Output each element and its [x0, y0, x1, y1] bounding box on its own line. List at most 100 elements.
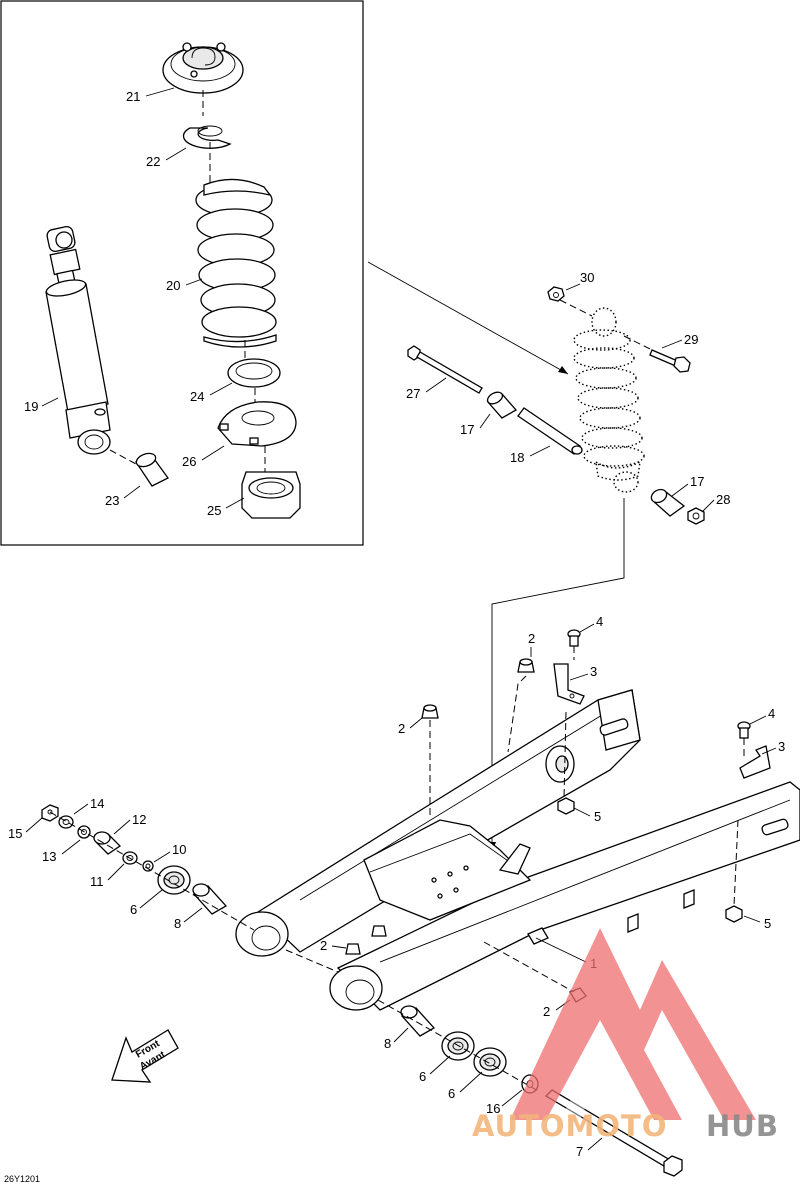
watermark-text-automoto: AUTOMOTO	[472, 1109, 667, 1143]
leader-26	[201, 445, 225, 461]
leader-24	[209, 382, 233, 396]
part-10-washer	[142, 860, 154, 872]
part-26-guide-plate	[217, 401, 297, 447]
leader-13	[61, 839, 81, 855]
leader-29	[661, 339, 683, 349]
diagram-reference-code: 26Y1201	[4, 1174, 40, 1184]
leader-25	[225, 497, 245, 509]
assembly-line-2-bottom	[483, 941, 575, 993]
part-5-nut-left	[557, 797, 575, 815]
part-28-nut	[687, 507, 705, 525]
callout-26: 26	[182, 454, 196, 469]
watermark-logo	[510, 928, 756, 1120]
leader-15	[25, 817, 43, 833]
leader-6-lower-a	[429, 1055, 451, 1075]
callout-6-lower-b: 6	[448, 1086, 455, 1101]
shock-to-swingarm-connector	[491, 498, 625, 850]
callout-23: 23	[105, 493, 119, 508]
part-6-bearing-upper	[157, 865, 191, 895]
part-30-nut	[547, 286, 565, 302]
part-15-nut	[41, 804, 59, 822]
assembly-line-inset-6	[109, 449, 137, 465]
assembly-line-pivot-lower	[377, 999, 541, 1093]
assembly-line-5-left	[563, 711, 567, 799]
part-4-bolt-left	[567, 629, 581, 647]
leader-7	[587, 1137, 603, 1151]
part-2-nut-top	[517, 658, 535, 673]
part-2-nuts-center	[345, 925, 387, 955]
part-17-spacer-upper	[486, 391, 518, 419]
callout-13: 13	[42, 849, 56, 864]
leader-17-lower	[671, 483, 689, 497]
callout-8-lower: 8	[384, 1036, 391, 1051]
part-27-long-bolt	[407, 345, 483, 394]
leader-8-lower	[393, 1027, 409, 1043]
part-6-bearing-lower-b	[473, 1047, 507, 1077]
leader-22	[165, 147, 187, 161]
callout-15: 15	[8, 826, 22, 841]
part-8-sleeve-upper	[192, 883, 228, 915]
callout-18: 18	[510, 450, 524, 465]
assembly-line-30	[559, 299, 593, 317]
part-12-bushing	[93, 831, 122, 855]
part-4-bolt-right	[737, 721, 751, 739]
callout-27: 27	[406, 386, 420, 401]
leader-8-upper	[183, 907, 203, 923]
part-23-bushing	[135, 452, 169, 487]
callout-17-lower: 17	[690, 474, 704, 489]
callout-14: 14	[90, 796, 104, 811]
assembly-line-2-top	[507, 675, 527, 753]
callout-20: 20	[166, 278, 180, 293]
callout-6-upper: 6	[130, 902, 137, 917]
leader-2-center	[331, 945, 347, 949]
leader-1	[535, 937, 587, 963]
callout-16: 16	[486, 1101, 500, 1116]
part-22-split-collar	[182, 125, 232, 149]
leader-14	[73, 803, 89, 815]
leader-19	[41, 397, 59, 407]
leader-10	[153, 851, 171, 863]
part-3-bracket-left	[553, 663, 585, 705]
leader-6-upper	[139, 889, 163, 909]
leader-30	[565, 283, 581, 291]
leader-11	[107, 863, 125, 881]
part-18-sleeve	[517, 407, 583, 455]
part-5-nut-right	[725, 905, 743, 923]
assembled-shock-unit	[573, 307, 645, 493]
callout-2-center: 2	[320, 938, 327, 953]
leader-23	[123, 485, 141, 499]
callout-21: 21	[126, 89, 140, 104]
assembly-line-29	[623, 335, 653, 351]
leader-16	[501, 1089, 523, 1107]
callout-29: 29	[684, 332, 698, 347]
part-29-bolt	[649, 349, 691, 373]
callout-5-left: 5	[594, 809, 601, 824]
leader-12	[113, 819, 131, 835]
part-14-washer	[58, 815, 74, 829]
part-25-adjuster-nut	[241, 471, 301, 519]
callout-3-left: 3	[590, 664, 597, 679]
assembly-line-5-right	[733, 819, 739, 907]
callout-4-right: 4	[768, 706, 775, 721]
callout-24: 24	[190, 389, 204, 404]
callout-11: 11	[90, 874, 104, 889]
swing-arm-assembly	[235, 689, 800, 1011]
callout-6-lower-a: 6	[419, 1069, 426, 1084]
watermark-text-hub: HUB	[706, 1109, 779, 1143]
leader-18	[529, 445, 551, 457]
callout-22: 22	[146, 154, 160, 169]
callout-25: 25	[207, 503, 221, 518]
part-21-spring-retainer	[162, 42, 244, 94]
callout-2-bottom: 2	[543, 1004, 550, 1019]
leader-5-left	[573, 807, 591, 817]
leader-28	[701, 499, 715, 513]
callout-2-top: 2	[528, 631, 535, 646]
callout-28: 28	[716, 492, 730, 507]
callout-10: 10	[172, 842, 186, 857]
part-17-spacer-lower	[650, 488, 686, 517]
callout-8-upper: 8	[174, 916, 181, 931]
leader-6-lower-b	[459, 1071, 483, 1093]
inset-connector-arrow	[367, 261, 569, 375]
callout-17-upper: 17	[460, 422, 474, 437]
